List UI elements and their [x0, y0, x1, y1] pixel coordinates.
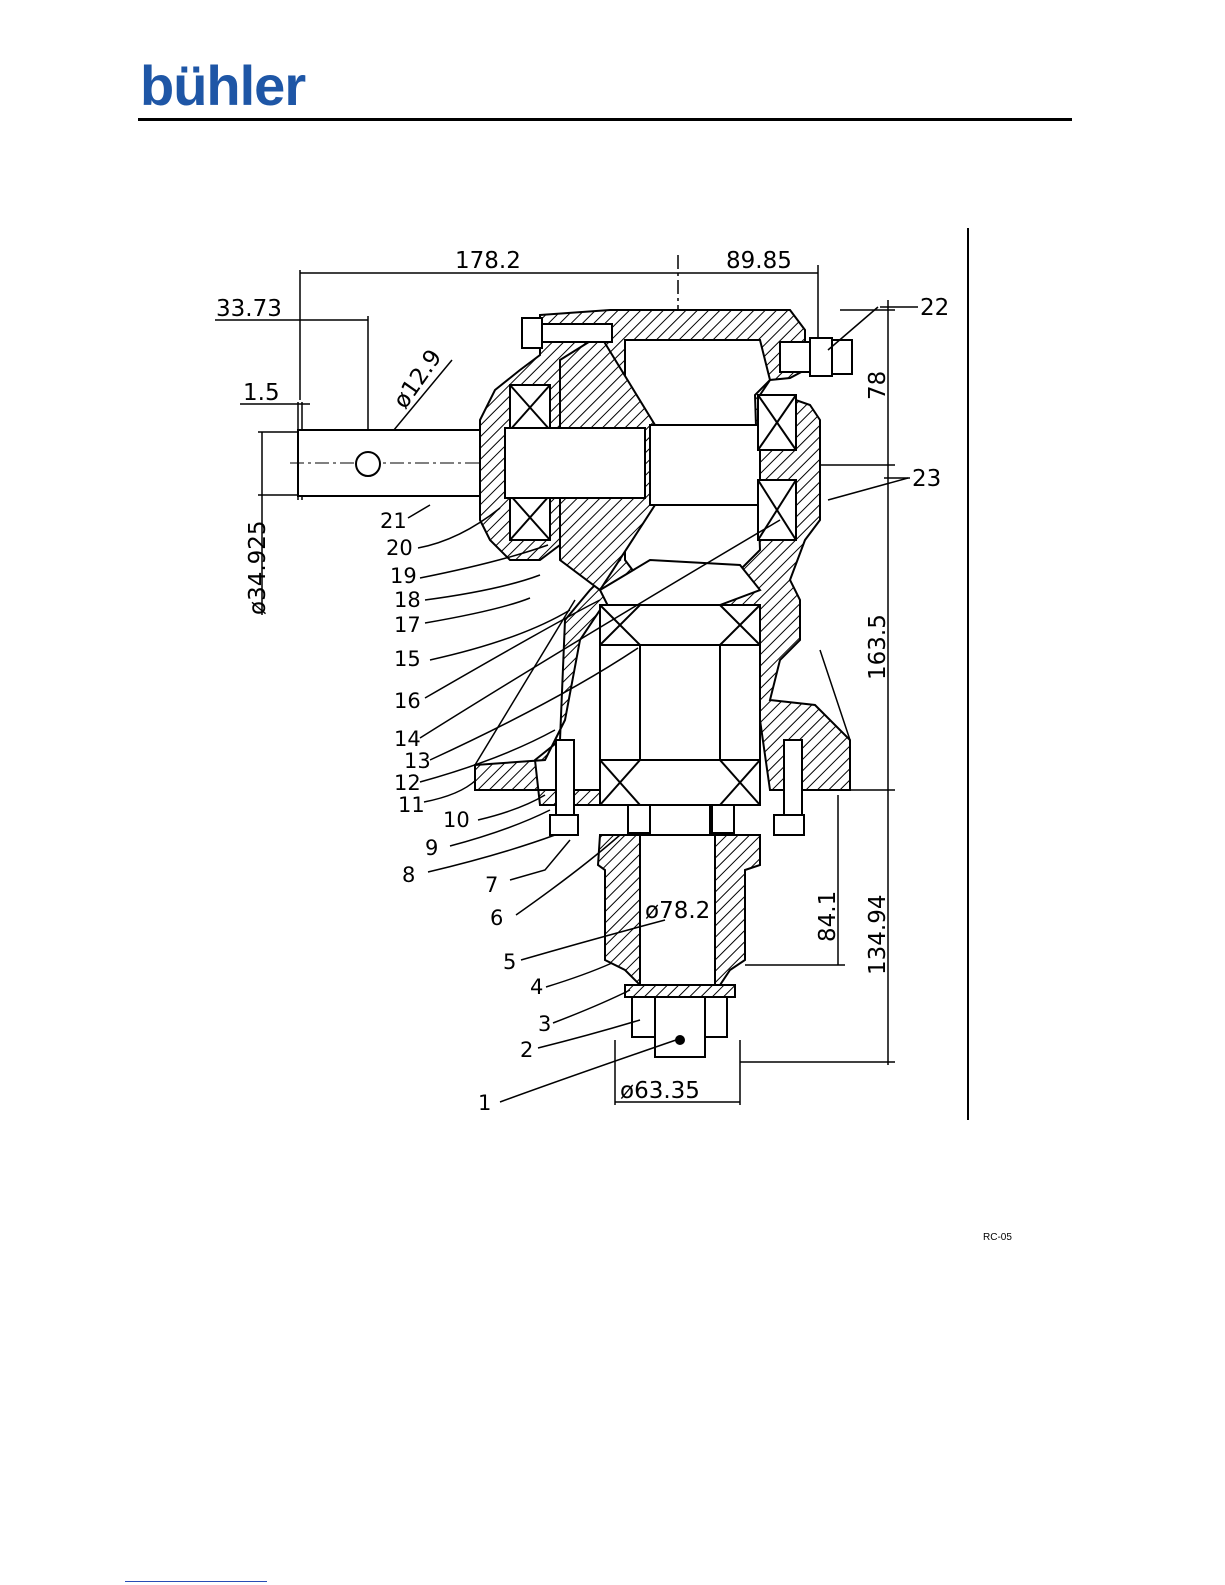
- label-output-dia: ø78.2: [645, 898, 710, 924]
- part-label-10: 10: [443, 808, 470, 832]
- label-78: 78: [865, 371, 891, 400]
- part-label-21: 21: [380, 509, 407, 533]
- part-label-23: 23: [912, 466, 941, 492]
- label-33-73: 33.73: [216, 296, 282, 322]
- part-label-12: 12: [394, 771, 421, 795]
- label-134-94: 134.94: [865, 895, 891, 975]
- part-label-18: 18: [394, 588, 421, 612]
- part-label-13: 13: [404, 749, 431, 773]
- part-label-11: 11: [398, 793, 425, 817]
- part-label-8: 8: [402, 863, 415, 887]
- drawing-code: RC-05: [983, 1232, 1012, 1243]
- part-label-15: 15: [394, 647, 421, 671]
- part-label-6: 6: [490, 906, 503, 930]
- part-label-22: 22: [920, 295, 949, 321]
- part-label-19: 19: [390, 564, 417, 588]
- part-label-17: 17: [394, 613, 421, 637]
- part-label-1: 1: [478, 1091, 491, 1115]
- part-label-7: 7: [485, 873, 498, 897]
- label-bottom-dia: ø63.35: [620, 1078, 700, 1104]
- label-84-1: 84.1: [815, 891, 841, 942]
- bolt-top-right: [780, 338, 852, 376]
- part-label-3: 3: [538, 1012, 551, 1036]
- part-label-20: 20: [386, 536, 413, 560]
- label-89-85: 89.85: [726, 248, 792, 274]
- part-label-2: 2: [520, 1038, 533, 1062]
- label-163-5: 163.5: [865, 614, 891, 680]
- label-178-2: 178.2: [455, 248, 521, 274]
- part-label-5: 5: [503, 950, 516, 974]
- part-label-4: 4: [530, 975, 543, 999]
- part-label-9: 9: [425, 836, 438, 860]
- bottom-link-line: [125, 1581, 267, 1582]
- part-label-14: 14: [394, 727, 421, 751]
- label-hole-dia: ø12.9: [389, 345, 448, 413]
- label-1-5: 1.5: [243, 380, 280, 406]
- part-label-16: 16: [394, 689, 421, 713]
- label-shaft-dia: ø34.925: [245, 520, 271, 615]
